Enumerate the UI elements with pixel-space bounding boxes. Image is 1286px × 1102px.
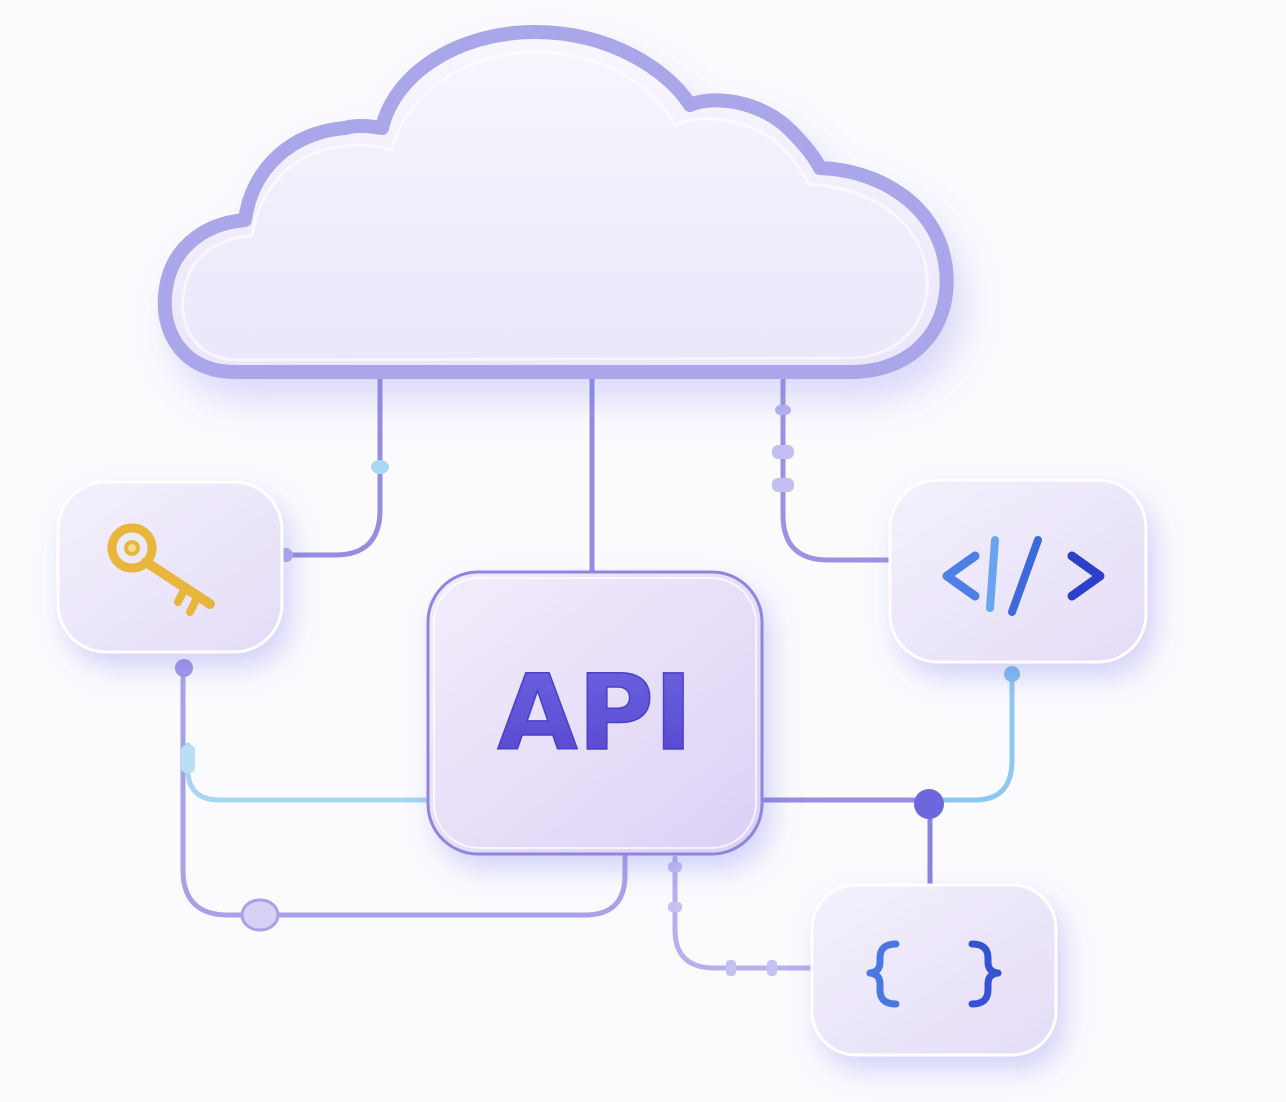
json-card[interactable] [810, 883, 1058, 1057]
bead-key-line [371, 460, 389, 474]
cloud [157, 25, 954, 379]
connector-key-api-loop [180, 665, 628, 918]
connector-cloud-code [780, 367, 893, 563]
key-icon [107, 523, 215, 616]
junction-dot [914, 789, 944, 819]
bead-key-card-bottom [175, 659, 193, 677]
connector-cloud-key [282, 372, 383, 558]
bead-api-json-2 [668, 902, 682, 912]
api-label: API [497, 652, 692, 774]
bead-code-2 [775, 405, 791, 415]
bead-loop [240, 898, 280, 932]
bead-code-3 [772, 445, 794, 459]
code-brackets-icon [942, 536, 1105, 616]
connector-api-json [672, 855, 818, 971]
bead-code-card-bottom [1004, 666, 1020, 682]
bead-key-blue [181, 745, 195, 773]
bead-api-json-4 [767, 960, 777, 976]
code-card[interactable] [888, 478, 1148, 664]
bead-api-json-1 [668, 862, 682, 872]
bead-api-json-3 [726, 960, 736, 976]
credentials-card[interactable] [56, 480, 284, 654]
connector-junction-code [927, 669, 1015, 803]
curly-braces-icon [866, 940, 1002, 1008]
api-card[interactable]: API [426, 570, 764, 856]
cloud-icon [157, 25, 954, 379]
connector-key-api-blue [185, 742, 431, 803]
bead-code-4 [772, 478, 794, 492]
